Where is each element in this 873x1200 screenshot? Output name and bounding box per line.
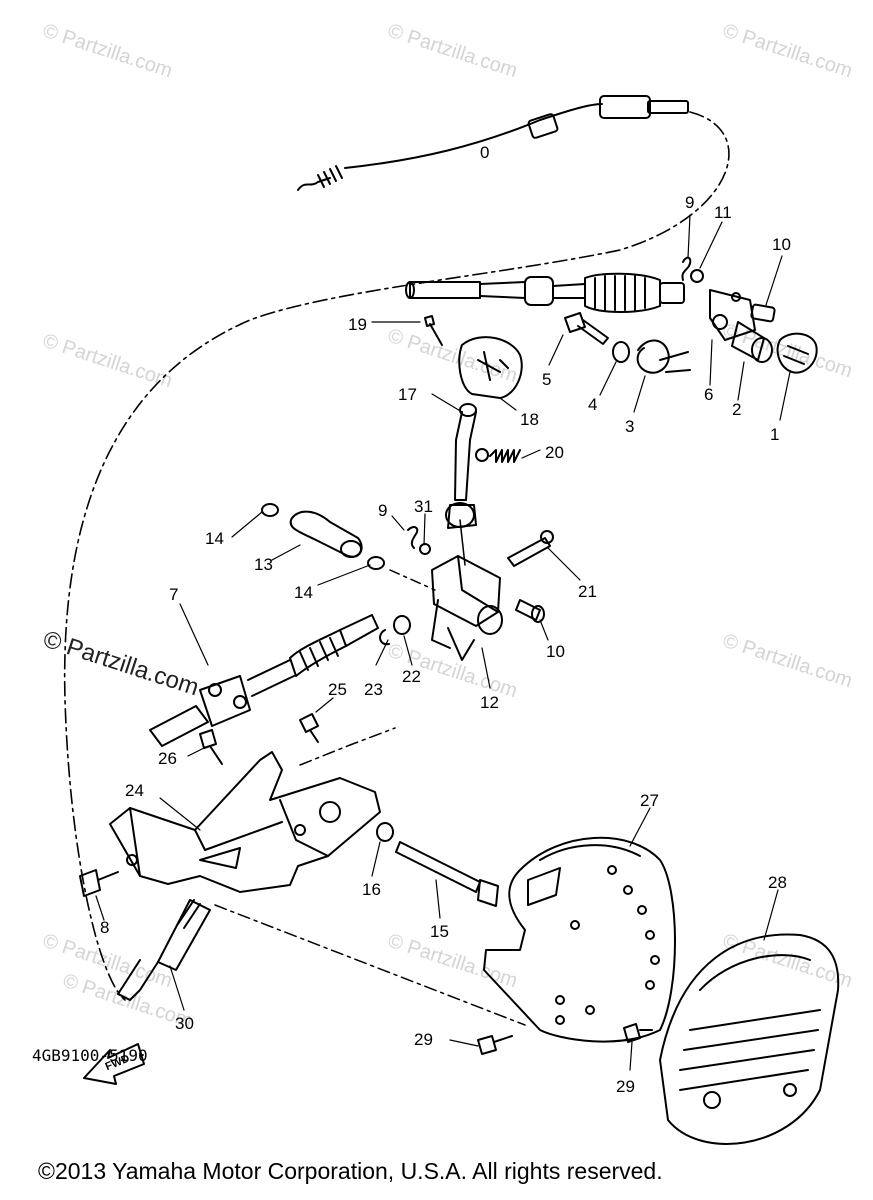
shift-cable-part-7 (149, 614, 379, 747)
callout-20: 20 (545, 443, 564, 462)
cover-part-27 (483, 836, 676, 1043)
screw-part-19 (424, 315, 443, 346)
washer-part-16 (376, 822, 394, 842)
clip-part-23 (379, 629, 390, 646)
throttle-cable-part-0 (297, 95, 689, 191)
bracket-part-24 (109, 751, 381, 893)
spring-part-3 (636, 339, 691, 374)
callout-14b: 14 (294, 583, 313, 602)
washer-part-14 (367, 556, 385, 570)
callout-15: 15 (430, 922, 449, 941)
callout-17: 17 (398, 385, 417, 404)
callout-12: 12 (480, 693, 499, 712)
rod-part-30 (117, 899, 211, 1001)
bolt-part-29 (477, 1035, 513, 1055)
callout-23: 23 (364, 680, 383, 699)
callout-29: 29 (414, 1030, 433, 1049)
callout-6: 6 (704, 385, 713, 404)
cable-route-line (299, 727, 396, 766)
pivot-bracket-part-12 (431, 555, 503, 661)
diagram-code: 4GB9100-5190 (32, 1046, 148, 1065)
cable-route-line (214, 904, 526, 1026)
bolt-part-26 (199, 729, 223, 765)
pin-part-10 (515, 599, 545, 623)
callout-31: 31 (414, 497, 433, 516)
callout-30: 30 (175, 1014, 194, 1033)
washer-part-22 (393, 615, 411, 635)
callout-22: 22 (402, 667, 421, 686)
callout-18: 18 (520, 410, 539, 429)
pin-part-13 (289, 510, 363, 558)
spring-part-20 (475, 448, 521, 463)
cable-route-line (389, 569, 436, 591)
callout-24: 24 (125, 781, 144, 800)
bolt-part-5 (564, 312, 609, 345)
lever-bracket-part-6 (681, 256, 776, 341)
callout-29b: 29 (616, 1077, 635, 1096)
callout-2: 2 (732, 400, 741, 419)
callout-7: 7 (169, 585, 178, 604)
cap-part-1 (776, 332, 818, 374)
callout-9b: 9 (378, 501, 387, 520)
clip-part-9 (407, 526, 419, 549)
callout-9: 9 (685, 193, 694, 212)
callout-10b: 10 (546, 642, 565, 661)
callout-0: 0 (480, 143, 489, 162)
callout-26: 26 (158, 749, 177, 768)
cover-part-28 (659, 933, 840, 1145)
callout-25: 25 (328, 680, 347, 699)
cable-route-line (63, 111, 730, 1001)
collar-part-2 (731, 321, 773, 363)
shift-lever-part-17 (445, 403, 477, 529)
callout-28: 28 (768, 873, 787, 892)
bolt-part-29 (623, 1023, 653, 1043)
callout-13: 13 (254, 555, 273, 574)
washer-part-31 (419, 543, 431, 555)
callout-5: 5 (542, 370, 551, 389)
knob-part-18 (458, 336, 523, 399)
callout-14: 14 (205, 529, 224, 548)
copyright-text: ©2013 Yamaha Motor Corporation, U.S.A. A… (38, 1158, 663, 1184)
callout-10: 10 (772, 235, 791, 254)
callout-16: 16 (362, 880, 381, 899)
callout-3: 3 (625, 417, 634, 436)
callout-1: 1 (770, 425, 779, 444)
callout-labels: 0 9 11 10 19 5 4 3 6 2 1 17 18 20 9 31 1… (100, 143, 791, 1096)
fwd-arrow-icon (83, 1043, 145, 1085)
washer-part-4 (612, 341, 630, 363)
callout-21: 21 (578, 582, 597, 601)
callout-27: 27 (640, 791, 659, 810)
bolt-part-8 (79, 869, 119, 897)
callout-11: 11 (714, 203, 732, 222)
bolt-part-15 (395, 841, 499, 907)
callout-19: 19 (348, 315, 367, 334)
shift-cable-upper (405, 272, 685, 313)
pin-part-21 (507, 530, 554, 567)
washer-part-14 (261, 503, 279, 517)
callout-4: 4 (588, 395, 597, 414)
bolt-part-25 (299, 713, 319, 743)
callout-8: 8 (100, 918, 109, 937)
